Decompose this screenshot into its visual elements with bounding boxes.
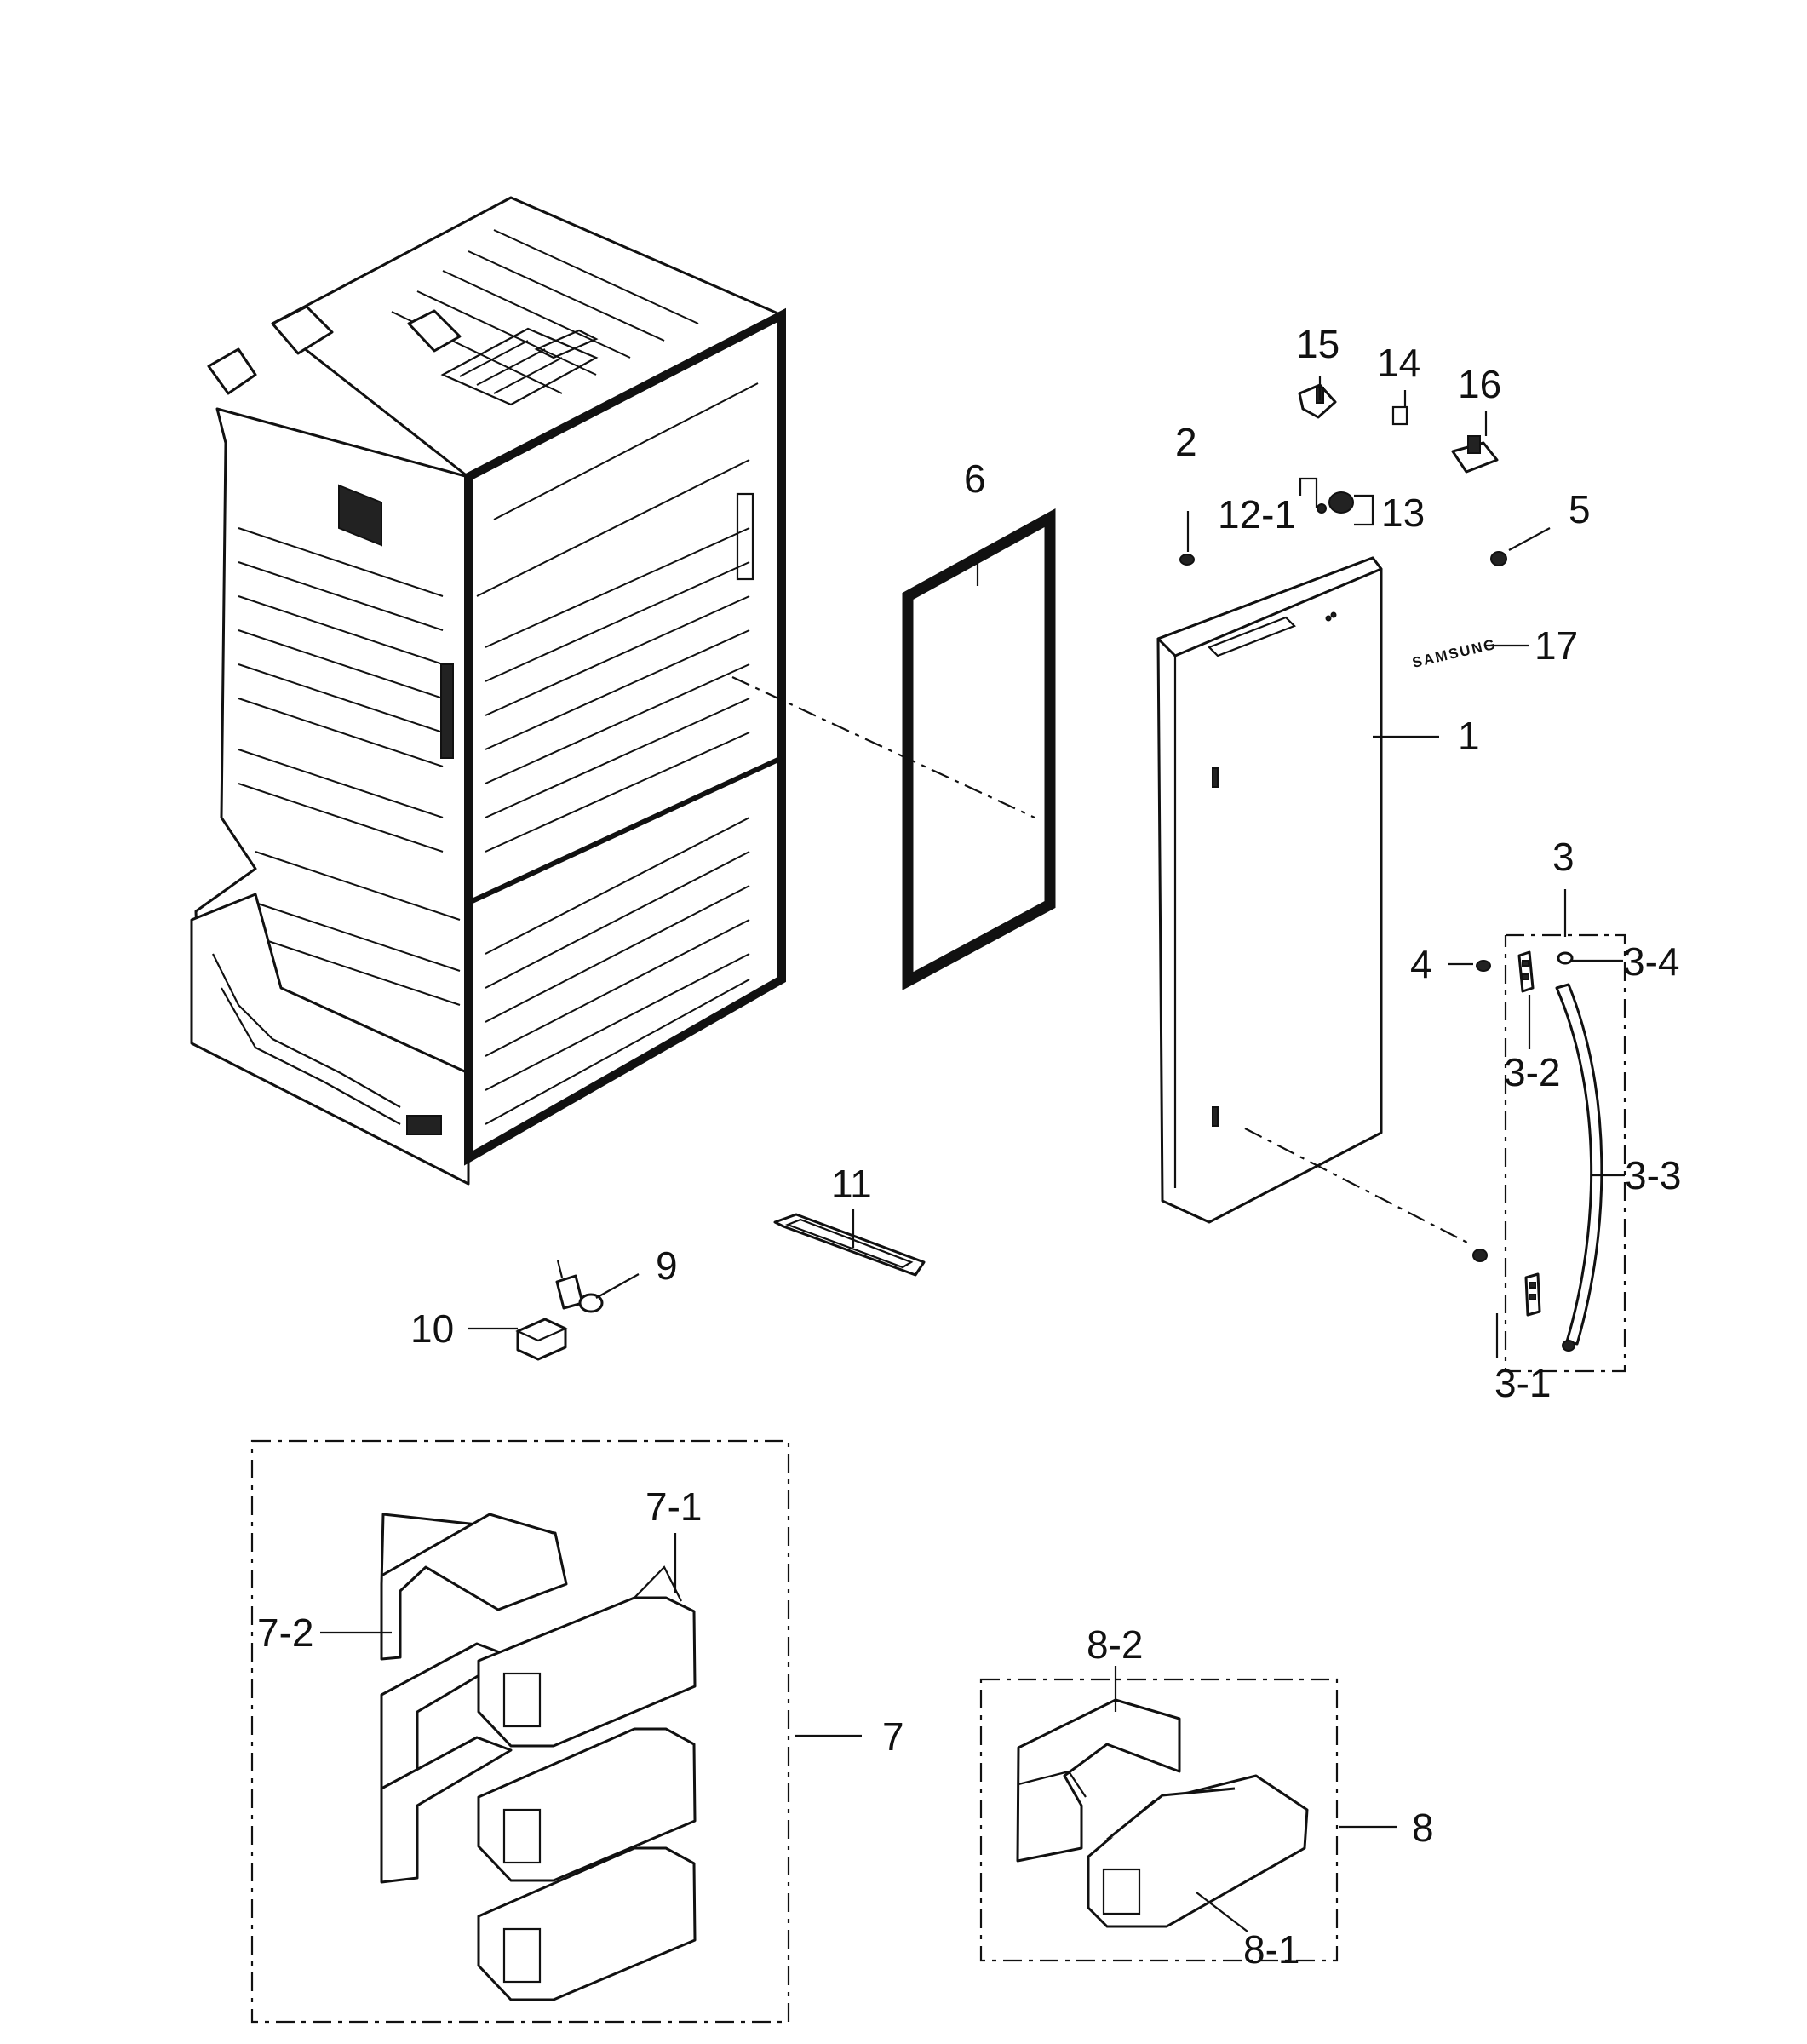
hinge-cover <box>1298 383 1337 419</box>
hinge-bracket <box>1451 435 1499 474</box>
label-3: 3 <box>1552 835 1575 879</box>
brand-logo-badge: SAMSUNG <box>1411 636 1499 671</box>
label-5: 5 <box>1569 487 1591 531</box>
door-bin-set <box>250 1439 790 2024</box>
label-7-2: 7-2 <box>257 1611 313 1655</box>
door-handle-assembly <box>1504 933 1626 1373</box>
label-2: 2 <box>1175 420 1197 464</box>
label-10: 10 <box>410 1306 454 1351</box>
label-17: 17 <box>1535 623 1578 668</box>
label-7: 7 <box>882 1714 904 1759</box>
label-13: 13 <box>1381 491 1425 535</box>
lower-bin-set <box>979 1678 1339 1962</box>
label-9: 9 <box>656 1243 678 1288</box>
label-7-1: 7-1 <box>645 1484 702 1529</box>
handle-screw-bottom <box>1472 1249 1488 1262</box>
sensor-block <box>515 1318 568 1361</box>
label-6: 6 <box>964 456 986 501</box>
svg-text:SAMSUNG: SAMSUNG <box>1411 636 1499 671</box>
label-8-1: 8-1 <box>1243 1927 1299 1972</box>
refrigerator-cabinet <box>190 196 786 1186</box>
label-14: 14 <box>1377 341 1420 385</box>
refrigerator-door <box>1156 556 1383 1224</box>
label-3-1: 3-1 <box>1494 1361 1551 1405</box>
leader-lines <box>320 376 1625 1932</box>
hinge-pin <box>1179 554 1195 566</box>
label-4: 4 <box>1410 942 1432 986</box>
lamp-cover <box>773 1213 926 1277</box>
door-gasket <box>902 508 1056 990</box>
door-cap <box>1490 551 1507 566</box>
label-3-2: 3-2 <box>1504 1050 1560 1094</box>
label-16: 16 <box>1458 362 1501 406</box>
label-8-2: 8-2 <box>1087 1622 1143 1667</box>
part-number-labels: 1 2 3 3-1 3-2 3-3 3-4 4 5 6 7 7-1 7-2 8 … <box>257 322 1681 1972</box>
door-switch-assembly <box>1317 491 1354 514</box>
label-3-3: 3-3 <box>1625 1153 1681 1197</box>
handle-alignment-line <box>1244 1128 1470 1244</box>
label-15: 15 <box>1296 322 1339 366</box>
label-3-4: 3-4 <box>1623 939 1679 984</box>
damper-motor <box>555 1260 604 1313</box>
label-8: 8 <box>1412 1806 1434 1850</box>
wire-cover <box>1391 405 1408 426</box>
handle-screw-top <box>1476 960 1491 972</box>
label-11: 11 <box>831 1162 872 1206</box>
label-1: 1 <box>1458 714 1480 758</box>
label-12-1: 12-1 <box>1218 492 1296 537</box>
